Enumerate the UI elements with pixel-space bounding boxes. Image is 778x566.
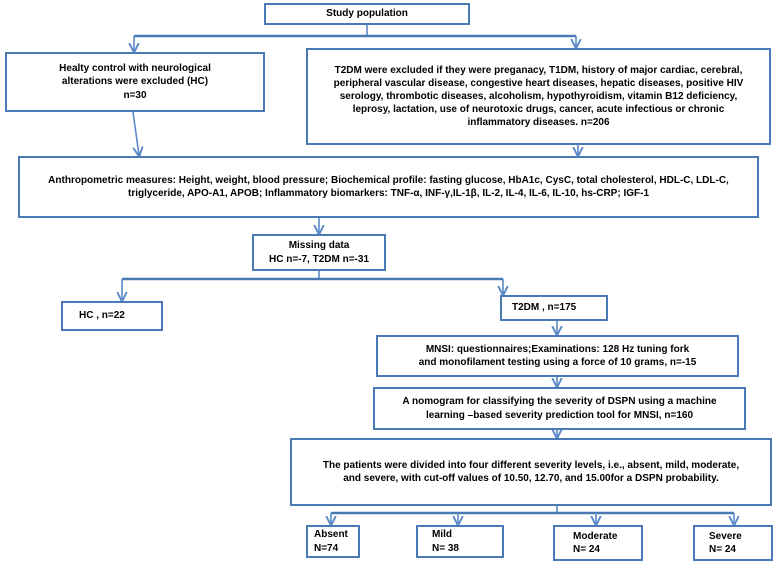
measures-box: Anthropometric measures: Height, weight,… [18, 156, 759, 218]
absent-label: Absent N=74 [314, 529, 348, 554]
healthy-control-box: Healty control with neurological alterat… [5, 52, 265, 112]
mild-box: Mild N= 38 [416, 525, 504, 558]
missing-data-box: Missing data HC n=-7, T2DM n=-31 [252, 234, 386, 271]
absent-box: Absent N=74 [306, 525, 360, 558]
severe-box: Severe N= 24 [693, 525, 773, 561]
t2dm-final-label: T2DM , n=175 [512, 302, 577, 314]
severe-label: Severe N= 24 [709, 530, 742, 555]
nomogram-label: A nomogram for classifying the severity … [402, 396, 717, 421]
t2dm-exclusion-box: T2DM were excluded if they were preganac… [306, 48, 771, 145]
hc-final-box: HC , n=22 [61, 301, 163, 331]
mnsi-box: MNSI: questionnaires;Examinations: 128 H… [376, 335, 739, 377]
severity-levels-box: The patients were divided into four diff… [290, 438, 772, 506]
study-population-label: Study population [326, 8, 408, 20]
healthy-control-label: Healty control with neurological alterat… [59, 63, 211, 101]
moderate-label: Moderate N= 24 [573, 530, 618, 555]
mild-label: Mild N= 38 [432, 529, 459, 554]
arrow-hc-to-measures [132, 111, 139, 155]
moderate-box: Moderate N= 24 [553, 525, 643, 561]
t2dm-exclusion-label: T2DM were excluded if they were preganac… [333, 64, 744, 129]
study-population-box: Study population [264, 3, 470, 25]
nomogram-box: A nomogram for classifying the severity … [373, 387, 746, 430]
missing-data-label: Missing data HC n=-7, T2DM n=-31 [268, 240, 370, 265]
severity-levels-label: The patients were divided into four diff… [322, 459, 740, 484]
measures-label: Anthropometric measures: Height, weight,… [48, 174, 729, 199]
t2dm-final-box: T2DM , n=175 [500, 295, 608, 321]
hc-final-label: HC , n=22 [79, 310, 125, 322]
mnsi-label: MNSI: questionnaires;Examinations: 128 H… [418, 343, 697, 368]
